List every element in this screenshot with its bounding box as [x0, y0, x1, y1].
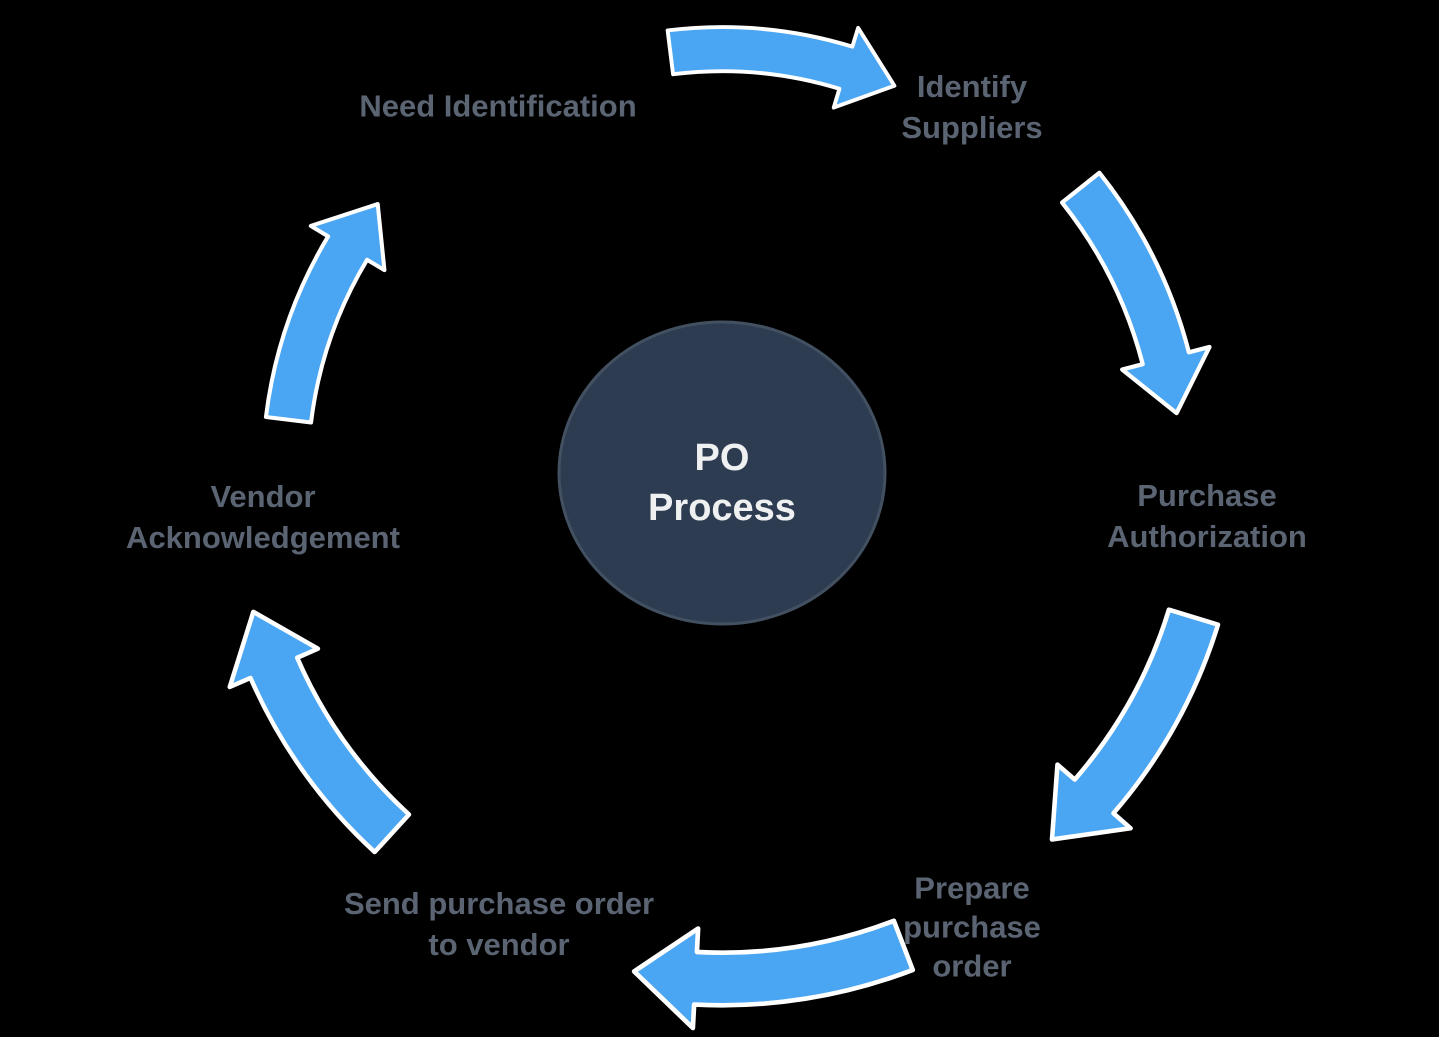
step-label-identify-suppliers: Identify Suppliers	[901, 69, 1043, 145]
arrow-send-purchase-order-to-vendor-acknowledgement-icon	[202, 594, 433, 865]
arrow-purchase-authorization-to-prepare-purchase-order-icon	[1024, 589, 1237, 870]
arrow-prepare-purchase-order-to-send-purchase-order-icon	[629, 896, 916, 1035]
center-circle	[557, 320, 887, 626]
arrow-vendor-acknowledgement-to-need-identification-icon	[247, 186, 404, 438]
step-label-send-purchase-order-to-vendor: Send purchase order to vendor	[343, 886, 655, 962]
step-label-prepare-purchase-order: Prepare purchase order	[903, 870, 1041, 984]
step-label-vendor-acknowledgement: Vendor Acknowledgement	[126, 479, 400, 555]
step-label-need-identification: Need Identification	[359, 88, 637, 124]
arrow-identify-suppliers-to-purchase-authorization-icon	[1039, 164, 1229, 427]
center-title: PO Process	[648, 437, 796, 529]
arrow-need-identification-to-identify-suppliers-icon	[660, 9, 902, 115]
step-label-purchase-authorization: Purchase Authorization	[1107, 478, 1307, 554]
